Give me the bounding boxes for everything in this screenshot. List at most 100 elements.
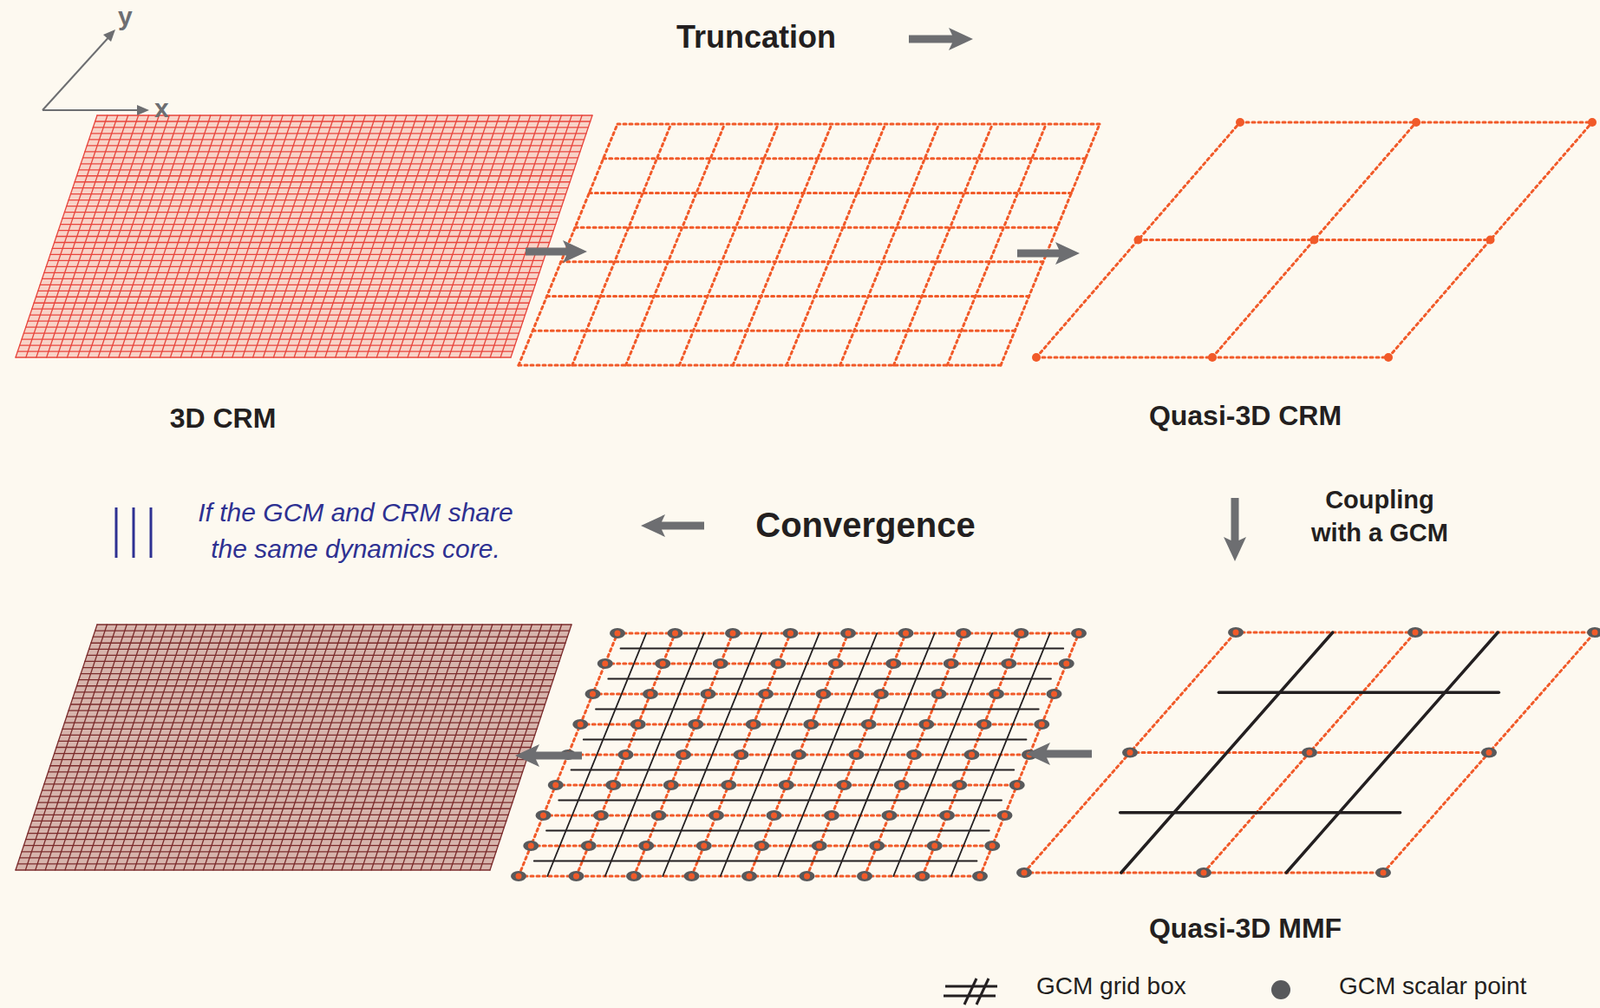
truncated-grid xyxy=(518,124,618,366)
fine-mesh xyxy=(70,703,545,705)
gcm-scalar-point xyxy=(724,627,741,639)
truncated-grid xyxy=(732,124,832,366)
gcm-scalar-point xyxy=(1071,627,1087,639)
grid-node xyxy=(931,842,938,849)
grid-node xyxy=(944,812,951,819)
identity-symbol xyxy=(150,507,153,558)
truncated-grid xyxy=(603,156,1086,160)
grid-node xyxy=(770,812,778,819)
grid-node xyxy=(528,842,535,849)
fine-mesh xyxy=(70,193,566,195)
grid-node xyxy=(1310,235,1320,245)
gcm-scalar-point xyxy=(939,809,955,821)
grid-node xyxy=(832,660,839,667)
gcm-scalar-point xyxy=(927,840,943,851)
process-arrow xyxy=(1017,241,1080,265)
gcm-grid-line xyxy=(835,633,935,876)
grid-node xyxy=(647,691,654,698)
gcm-scalar-point xyxy=(667,627,684,639)
gcm-scalar-point xyxy=(1009,779,1026,791)
gcm-scalar-point xyxy=(770,658,786,669)
gcm-scalar-point xyxy=(997,809,1013,821)
grid-node xyxy=(585,842,592,849)
gcm-scalar-point xyxy=(712,658,729,669)
truncated-grid xyxy=(786,124,886,366)
step-label: Convergence xyxy=(755,505,975,545)
axis-label: x xyxy=(154,93,170,124)
identity-symbol xyxy=(115,507,118,558)
grid-node xyxy=(598,812,605,819)
fine-mesh xyxy=(77,175,573,177)
truncated-grid xyxy=(893,124,993,366)
gcm-scalar-point xyxy=(964,749,980,760)
grid-ground xyxy=(15,624,572,870)
grid-node xyxy=(911,751,918,758)
fine-mesh xyxy=(64,211,560,213)
gcm-grid-line xyxy=(620,647,1065,650)
grid-node xyxy=(977,873,984,880)
grid-node xyxy=(890,660,897,667)
gcm-grid-line xyxy=(1120,810,1401,815)
fine-mesh xyxy=(29,314,525,316)
fine-mesh xyxy=(78,679,554,680)
truncated-grid xyxy=(626,124,725,366)
fine-mesh xyxy=(84,660,560,662)
grid-node xyxy=(1486,749,1493,756)
gcm-scalar-point xyxy=(572,718,588,730)
grid-node xyxy=(746,873,753,880)
truncated-grid xyxy=(840,124,940,366)
grid-node xyxy=(601,660,608,667)
grid-node xyxy=(1005,660,1013,667)
process-arrow xyxy=(908,27,974,51)
truncated-grid xyxy=(1036,122,1241,358)
gcm-scalar-point xyxy=(955,627,972,639)
gcm-scalar-point xyxy=(894,779,910,791)
grid-node xyxy=(1031,352,1041,362)
gcm-scalar-point xyxy=(840,627,856,639)
grid-node xyxy=(1306,749,1313,756)
axis-label: y xyxy=(117,1,133,32)
fine-mesh xyxy=(50,254,546,255)
fine-mesh xyxy=(72,697,548,699)
gcm-scalar-point xyxy=(741,870,758,882)
fine-mesh xyxy=(74,691,549,693)
grid-node xyxy=(841,782,848,789)
truncated-grid xyxy=(572,124,672,366)
gcm-scalar-point xyxy=(914,870,931,882)
panel-label: Quasi-3D CRM xyxy=(1149,399,1342,432)
gcm-scalar-point xyxy=(585,688,601,699)
grid-node xyxy=(796,751,803,758)
gcm-scalar-point xyxy=(1046,688,1063,699)
gcm-scalar-point xyxy=(873,688,889,699)
fine-mesh xyxy=(64,722,539,724)
truncated-grid xyxy=(547,294,1030,298)
gcm-grid-line xyxy=(571,769,1015,771)
fine-mesh xyxy=(21,338,517,340)
grid-node xyxy=(968,751,975,758)
gcm-scalar-point xyxy=(816,688,832,699)
gcm-scalar-point xyxy=(626,870,642,882)
gcm-scalar-point xyxy=(522,840,539,851)
gcm-scalar-point xyxy=(1033,718,1050,730)
gcm-scalar-point xyxy=(1375,867,1392,878)
truncated-grid xyxy=(946,124,1046,366)
truncated-grid xyxy=(588,191,1072,195)
fine-mesh xyxy=(23,332,519,334)
fine-mesh xyxy=(83,156,579,158)
gcm-scalar-point xyxy=(605,779,621,791)
grid-node xyxy=(923,721,930,728)
gcm-scalar-point xyxy=(753,840,770,851)
fine-mesh xyxy=(33,302,529,304)
fine-mesh xyxy=(91,642,566,644)
grid-node xyxy=(845,630,852,637)
gcm-scalar-point xyxy=(609,627,626,639)
gcm-scalar-point xyxy=(675,749,692,760)
fine-mesh xyxy=(17,350,513,352)
gcm-scalar-point xyxy=(868,840,885,851)
gcm-scalar-point xyxy=(581,840,597,851)
legend-text: GCM scalar point xyxy=(1338,972,1527,1000)
gcm-grid-line xyxy=(583,738,1027,741)
gcm-scalar-point xyxy=(783,627,799,639)
grid-node xyxy=(667,782,674,789)
grid-node xyxy=(1486,235,1496,245)
